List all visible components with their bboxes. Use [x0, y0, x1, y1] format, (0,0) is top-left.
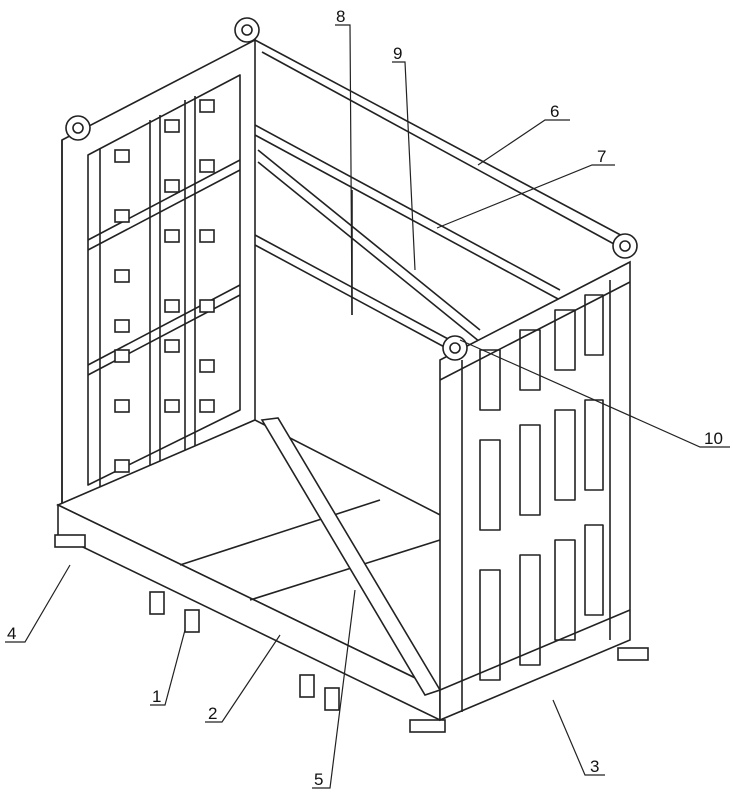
label-1: 1 [152, 687, 161, 706]
label-4: 4 [7, 624, 16, 643]
label-2: 2 [208, 704, 217, 723]
lifting-lug-front-left [442, 335, 468, 361]
label-6: 6 [550, 102, 559, 121]
clamp-blocks [114, 99, 215, 473]
label-9: 9 [393, 44, 402, 63]
label-10: 10 [704, 429, 723, 448]
label-8: 8 [336, 7, 345, 26]
base-frame [54, 417, 649, 733]
leader-lines [5, 24, 730, 789]
left-end-frame [61, 17, 260, 507]
label-5: 5 [314, 770, 323, 789]
lifting-lug-back-left [65, 115, 91, 141]
top-rails [254, 39, 631, 351]
label-7: 7 [597, 147, 606, 166]
lifting-lug-front-right [612, 233, 638, 259]
label-3: 3 [590, 757, 599, 776]
lifting-lug-back-right [234, 17, 260, 43]
right-end-frame [439, 233, 638, 722]
